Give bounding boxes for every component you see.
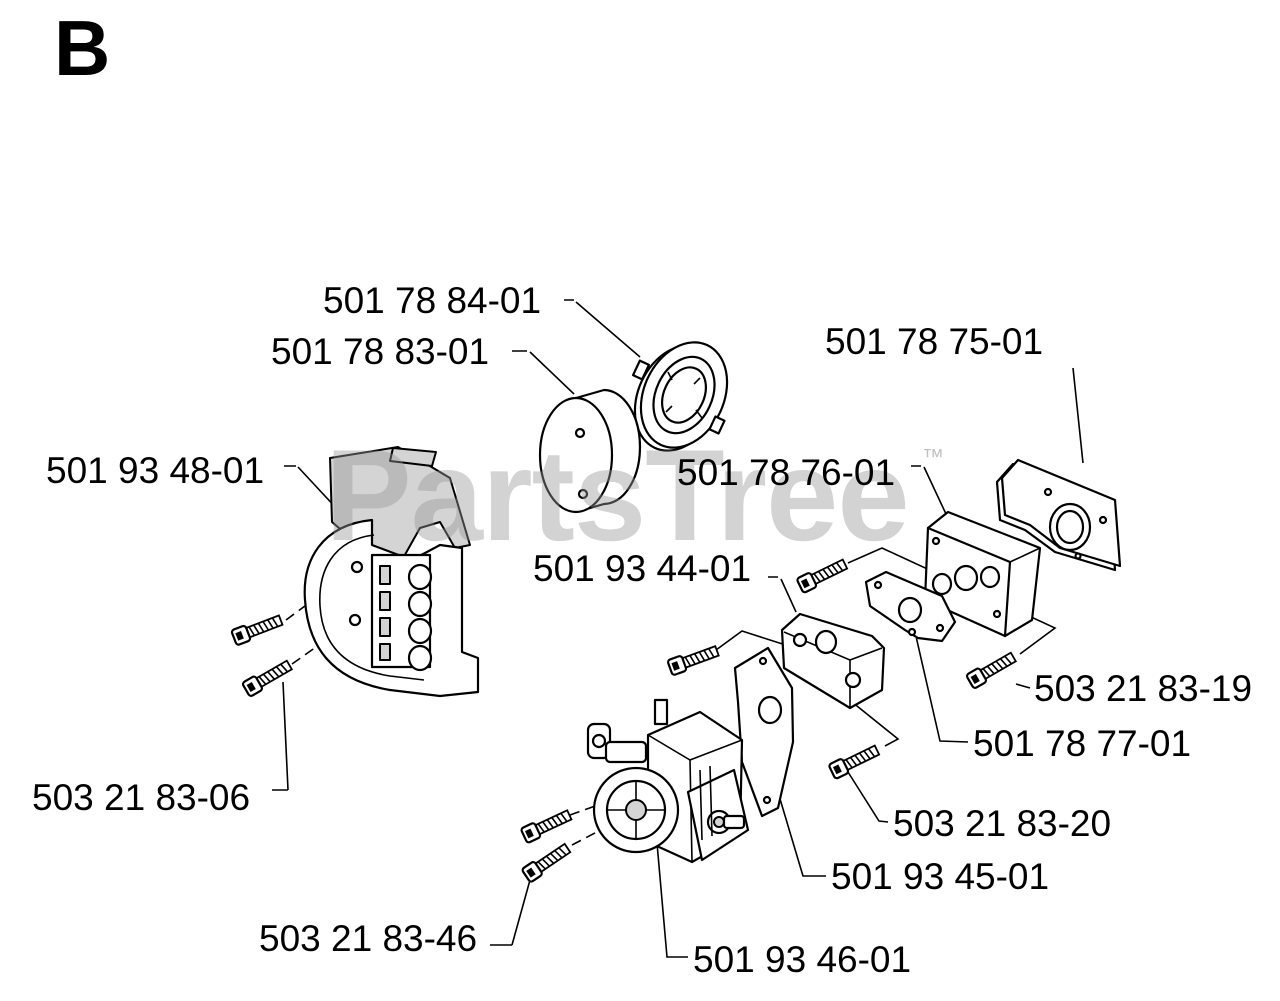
part-label-501-93-45-01: 501 93 45-01 [831,856,1050,897]
leader-lines [272,299,1084,958]
leader-line-503-21-83-46 [490,879,531,946]
screw-cover-upper [230,611,285,647]
assembly-line-spacer [715,630,796,651]
carburetor-gasket [733,646,795,818]
watermark-trademark: ™ [922,444,944,469]
air-filter-element [538,388,642,514]
part-label-501-93-46-01: 501 93 46-01 [693,939,912,980]
filter-holder [631,341,729,452]
air-filter-cover [303,446,480,698]
screw-spacer-lower [827,741,882,781]
part-label-501-78-84-01: 501 78 84-01 [323,280,542,321]
part-label-503-21-83-19: 503 21 83-19 [1034,668,1253,709]
leader-line-503-21-83-20 [847,771,889,823]
filter-plate [995,458,1122,572]
part-label-503-21-83-06: 503 21 83-06 [32,777,251,818]
screw-block-lower [964,648,1019,691]
part-label-501-78-75-01: 501 78 75-01 [825,321,1044,362]
leader-line-501-78-84-01 [564,299,641,358]
filter-block [923,510,1042,638]
part-label-501-78-76-01: 501 78 76-01 [677,452,896,493]
screw-carburetor-upper [519,806,574,845]
part-label-503-21-83-20: 503 21 83-20 [893,803,1112,844]
leader-line-501-93-46-01 [656,842,688,958]
leader-line-501-78-77-01 [914,631,969,743]
leader-line-501-93-44-01 [768,576,797,613]
leader-line-501-78-76-01 [911,465,947,515]
carburetor [586,698,750,864]
screw-spacer-left [666,642,721,677]
block-gasket [864,570,957,643]
screw-cover-lower [240,656,295,699]
cover-sticker [389,447,437,467]
screw-carburetor-lower [520,840,574,884]
section-letter: B [54,4,111,92]
part-label-501-93-48-01: 501 93 48-01 [46,450,265,491]
part-label-501-93-44-01: 501 93 44-01 [533,548,752,589]
leader-line-501-78-75-01 [1072,367,1084,464]
part-label-501-78-77-01: 501 78 77-01 [973,723,1192,764]
leader-line-501-78-83-01 [512,350,575,395]
assembly-line-spacer-lower [851,701,900,747]
leader-line-503-21-83-19 [1015,683,1031,689]
carburetor-spacer [780,612,886,710]
part-label-501-78-83-01: 501 78 83-01 [271,331,490,372]
leader-line-503-21-83-06 [272,681,289,791]
part-label-503-21-83-46: 503 21 83-46 [259,918,478,959]
watermark: PartsTree [325,422,910,568]
